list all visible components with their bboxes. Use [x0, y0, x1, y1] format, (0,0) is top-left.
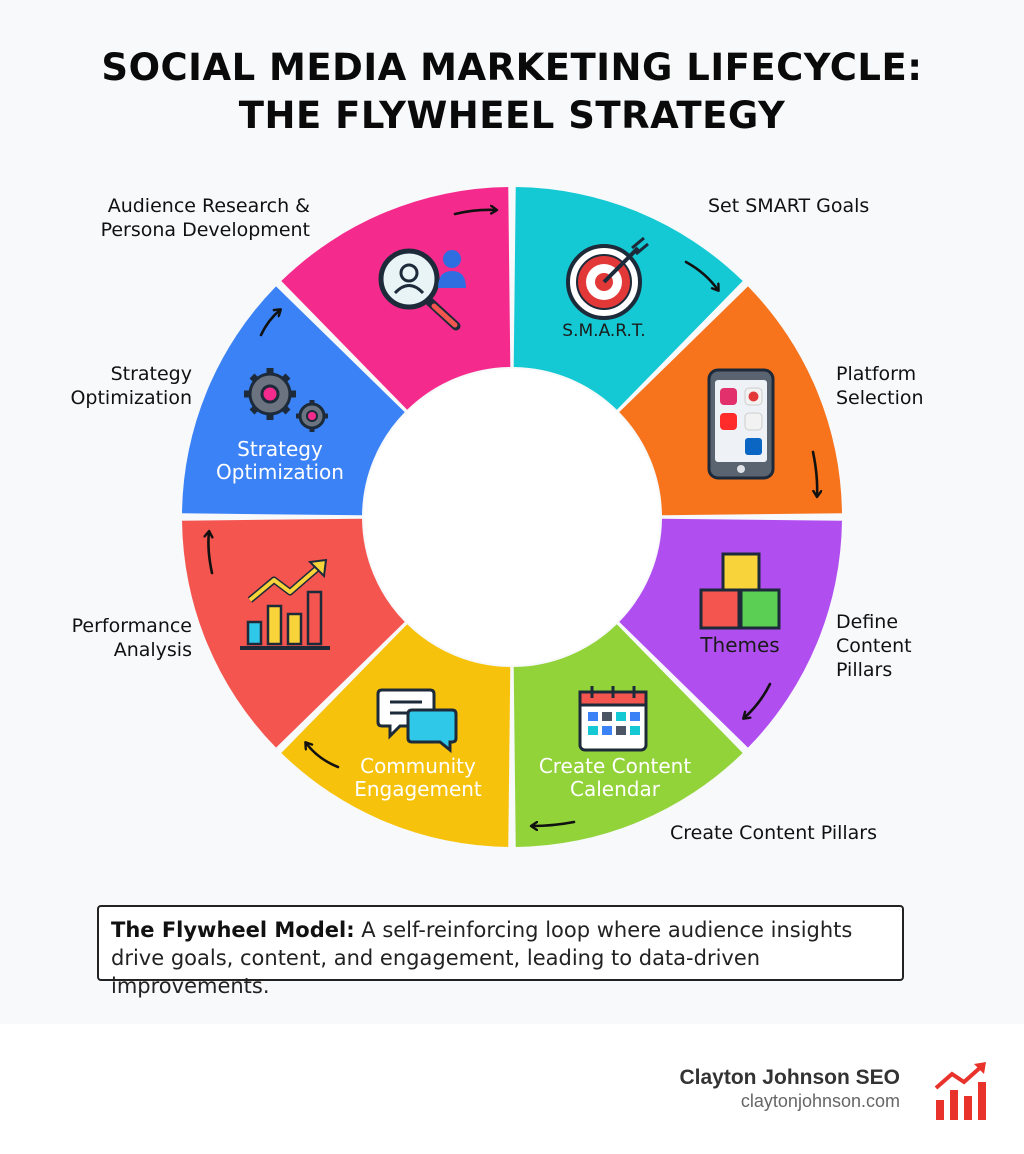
brand-url[interactable]: claytonjohnson.com: [740, 1091, 900, 1111]
arrow-6: [306, 743, 340, 769]
audience-search-icon: [378, 248, 466, 331]
bar-chart-icon: [240, 558, 330, 650]
segment-pillars-label: Themes: [699, 633, 779, 657]
label-performance-analysis: Performance Analysis: [71, 615, 192, 661]
arrow-7: [208, 532, 212, 575]
footer: [0, 1024, 1024, 1154]
chat-bubbles-icon: [376, 688, 458, 754]
label-define-content-pillars: Define Content Pillars: [836, 611, 912, 681]
arrow-5: [532, 820, 576, 826]
arrow-2: [684, 260, 718, 290]
label-audience-research: Audience Research & Persona Development: [100, 195, 310, 241]
arrow-4: [744, 682, 772, 718]
note-text: A self-reinforcing loop where audience i…: [111, 918, 853, 998]
brand-logo-icon: [934, 1062, 986, 1120]
target-icon: [566, 236, 649, 320]
flow-arrows: [208, 210, 817, 826]
label-set-smart-goals: Set SMART Goals: [708, 195, 870, 217]
segment-calendar: [281, 624, 511, 847]
title-line-2: THE FLYWHEEL STRATEGY: [238, 94, 786, 137]
smartphone-icon: [707, 368, 775, 480]
gears-icon: [244, 368, 328, 432]
label-strategy-optimization: Strategy Optimization: [70, 363, 192, 409]
wheel-center: [364, 369, 660, 665]
segment-platform: [619, 518, 842, 748]
arrow-3: [811, 450, 817, 496]
title-line-1: SOCIAL MEDIA MARKETING LIFECYCLE:: [101, 46, 923, 89]
segment-goals-label: S.M.A.R.T.: [562, 321, 645, 341]
note-heading: The Flywheel Model:: [111, 918, 355, 942]
arrow-1: [453, 210, 496, 216]
page-title: SOCIAL MEDIA MARKETING LIFECYCLE: THE FL…: [0, 44, 1024, 140]
segment-analysis: [182, 286, 405, 516]
flywheel-model-note: The Flywheel Model: A self-reinforcing l…: [97, 905, 904, 998]
label-platform-selection: Platform Selection: [836, 363, 924, 409]
cubes-icon: [699, 552, 781, 630]
label-create-content-pillars: Create Content Pillars: [670, 822, 878, 844]
arrow-8: [259, 310, 280, 337]
brand-name: Clayton Johnson SEO: [679, 1066, 900, 1089]
calendar-icon: [578, 686, 648, 752]
